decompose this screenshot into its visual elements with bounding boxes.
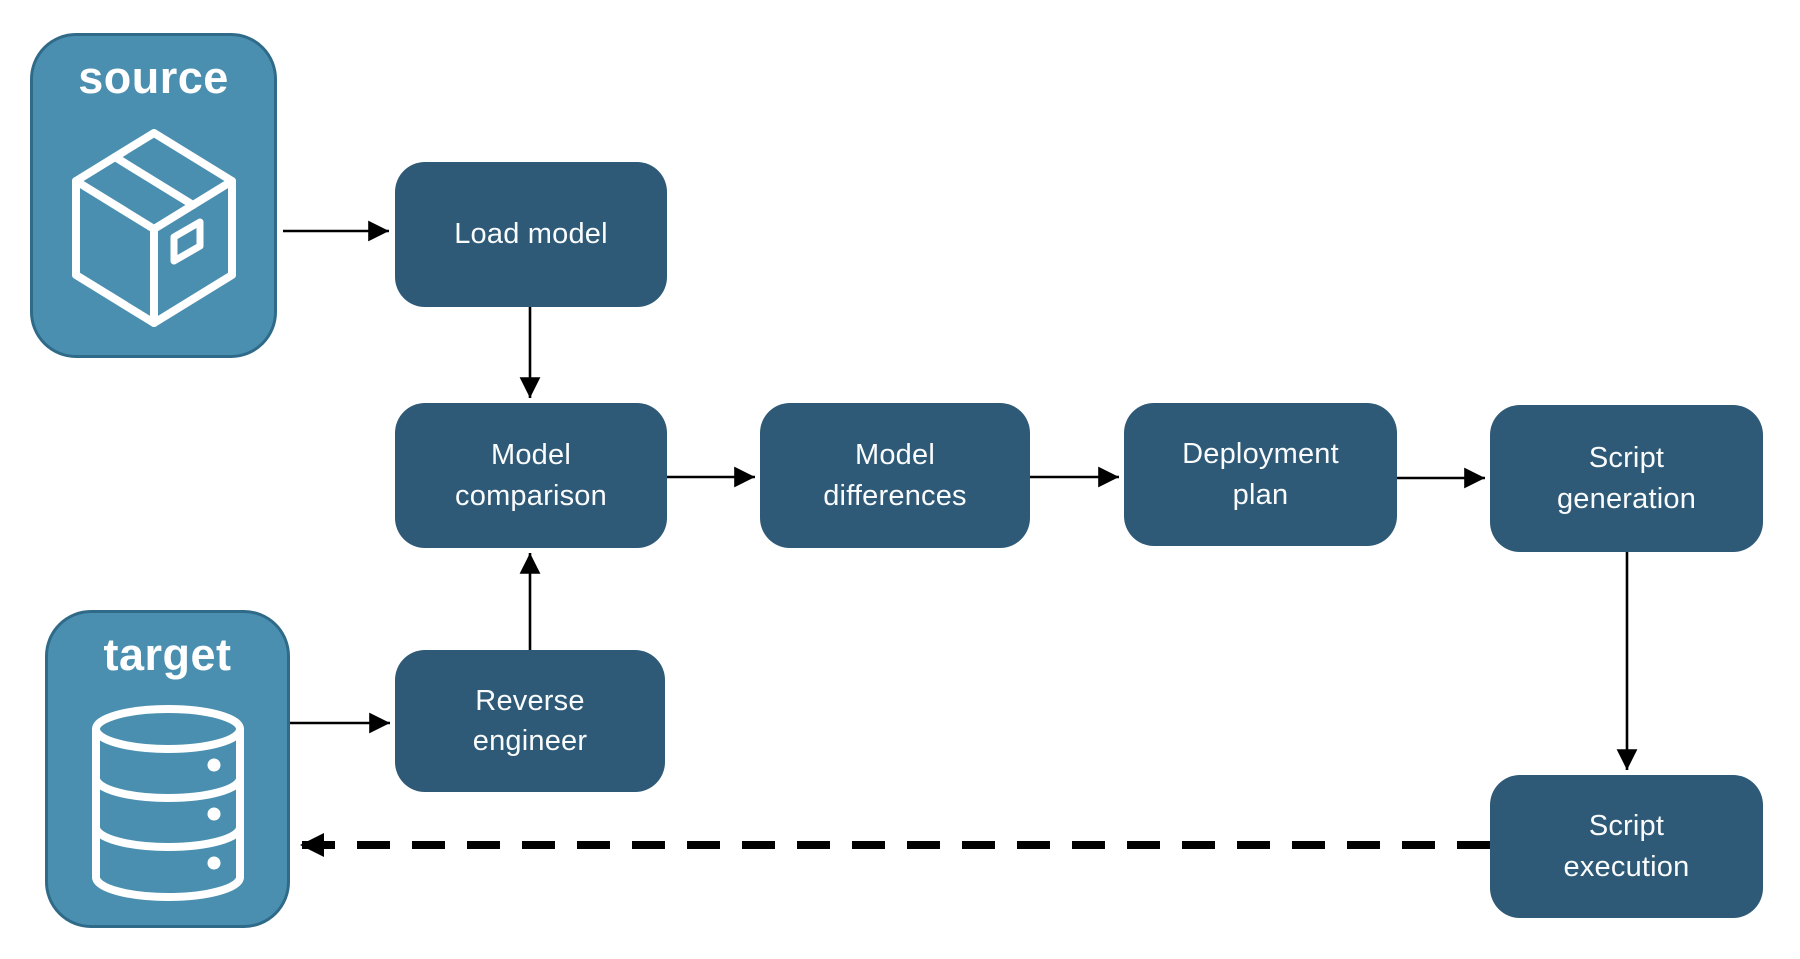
database-icon [48,681,287,925]
node-deployment-plan: Deployment plan [1124,403,1397,546]
node-load-model-label: Load model [454,218,608,251]
node-load-model: Load model [395,162,667,307]
node-reverse-engineer-label: Reverse engineer [472,684,588,757]
node-script-generation-label: Script generation [1556,442,1697,515]
target-container: target [45,610,290,928]
node-script-execution: Script execution [1490,775,1763,918]
source-container: source [30,33,277,358]
node-script-generation: Script generation [1490,405,1763,552]
node-model-differences: Model differences [760,403,1030,548]
node-script-execution-label: Script execution [1563,810,1690,883]
node-reverse-engineer: Reverse engineer [395,650,665,792]
node-model-comparison: Model comparison [395,403,667,548]
source-label: source [78,52,229,103]
node-model-comparison-label: Model comparison [455,439,607,512]
target-label: target [103,629,232,680]
node-model-differences-label: Model differences [823,439,967,512]
node-deployment-plan-label: Deployment plan [1182,438,1339,511]
package-icon [33,104,274,355]
